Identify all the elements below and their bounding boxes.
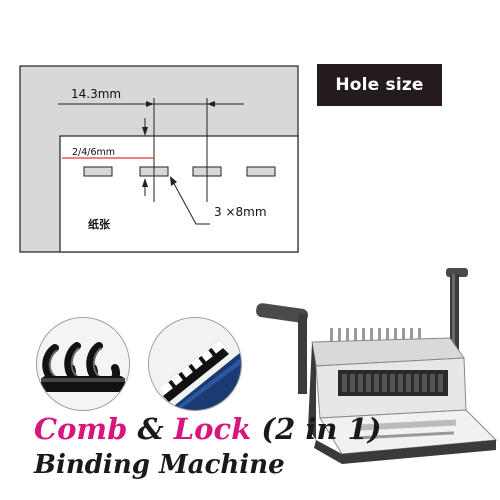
- paper-label: 纸张: [88, 217, 111, 231]
- paper-area: [59, 135, 299, 253]
- hole-dimension-label: 3 ×8mm: [214, 205, 267, 219]
- headline-line-1: Comb & Lock (2 in 1): [34, 412, 381, 446]
- badge-label: Hole size: [335, 75, 424, 95]
- comb-binding-inset: [36, 317, 130, 411]
- hole-1: [83, 166, 113, 177]
- headline-rest: (2 in 1): [251, 412, 382, 446]
- comb-binding-spine-icon: [37, 318, 129, 410]
- hole-size-badge: Hole size: [317, 64, 442, 106]
- lock-binding-spine-icon: [149, 318, 241, 410]
- margin-label: 2/4/6mm: [72, 147, 115, 158]
- headline-amp: &: [127, 412, 174, 446]
- pitch-label: 14.3mm: [71, 87, 121, 101]
- binding-machine-image: [256, 268, 498, 464]
- hole-size-diagram: 14.3mm 2/4/6mm 3 ×8mm 纸张: [19, 65, 299, 253]
- hole-4: [246, 166, 276, 177]
- headline-line-2: Binding Machine: [34, 450, 285, 480]
- headline-comb: Comb: [34, 412, 128, 446]
- lock-binding-inset: [148, 317, 242, 411]
- headline-lock: Lock: [173, 412, 252, 446]
